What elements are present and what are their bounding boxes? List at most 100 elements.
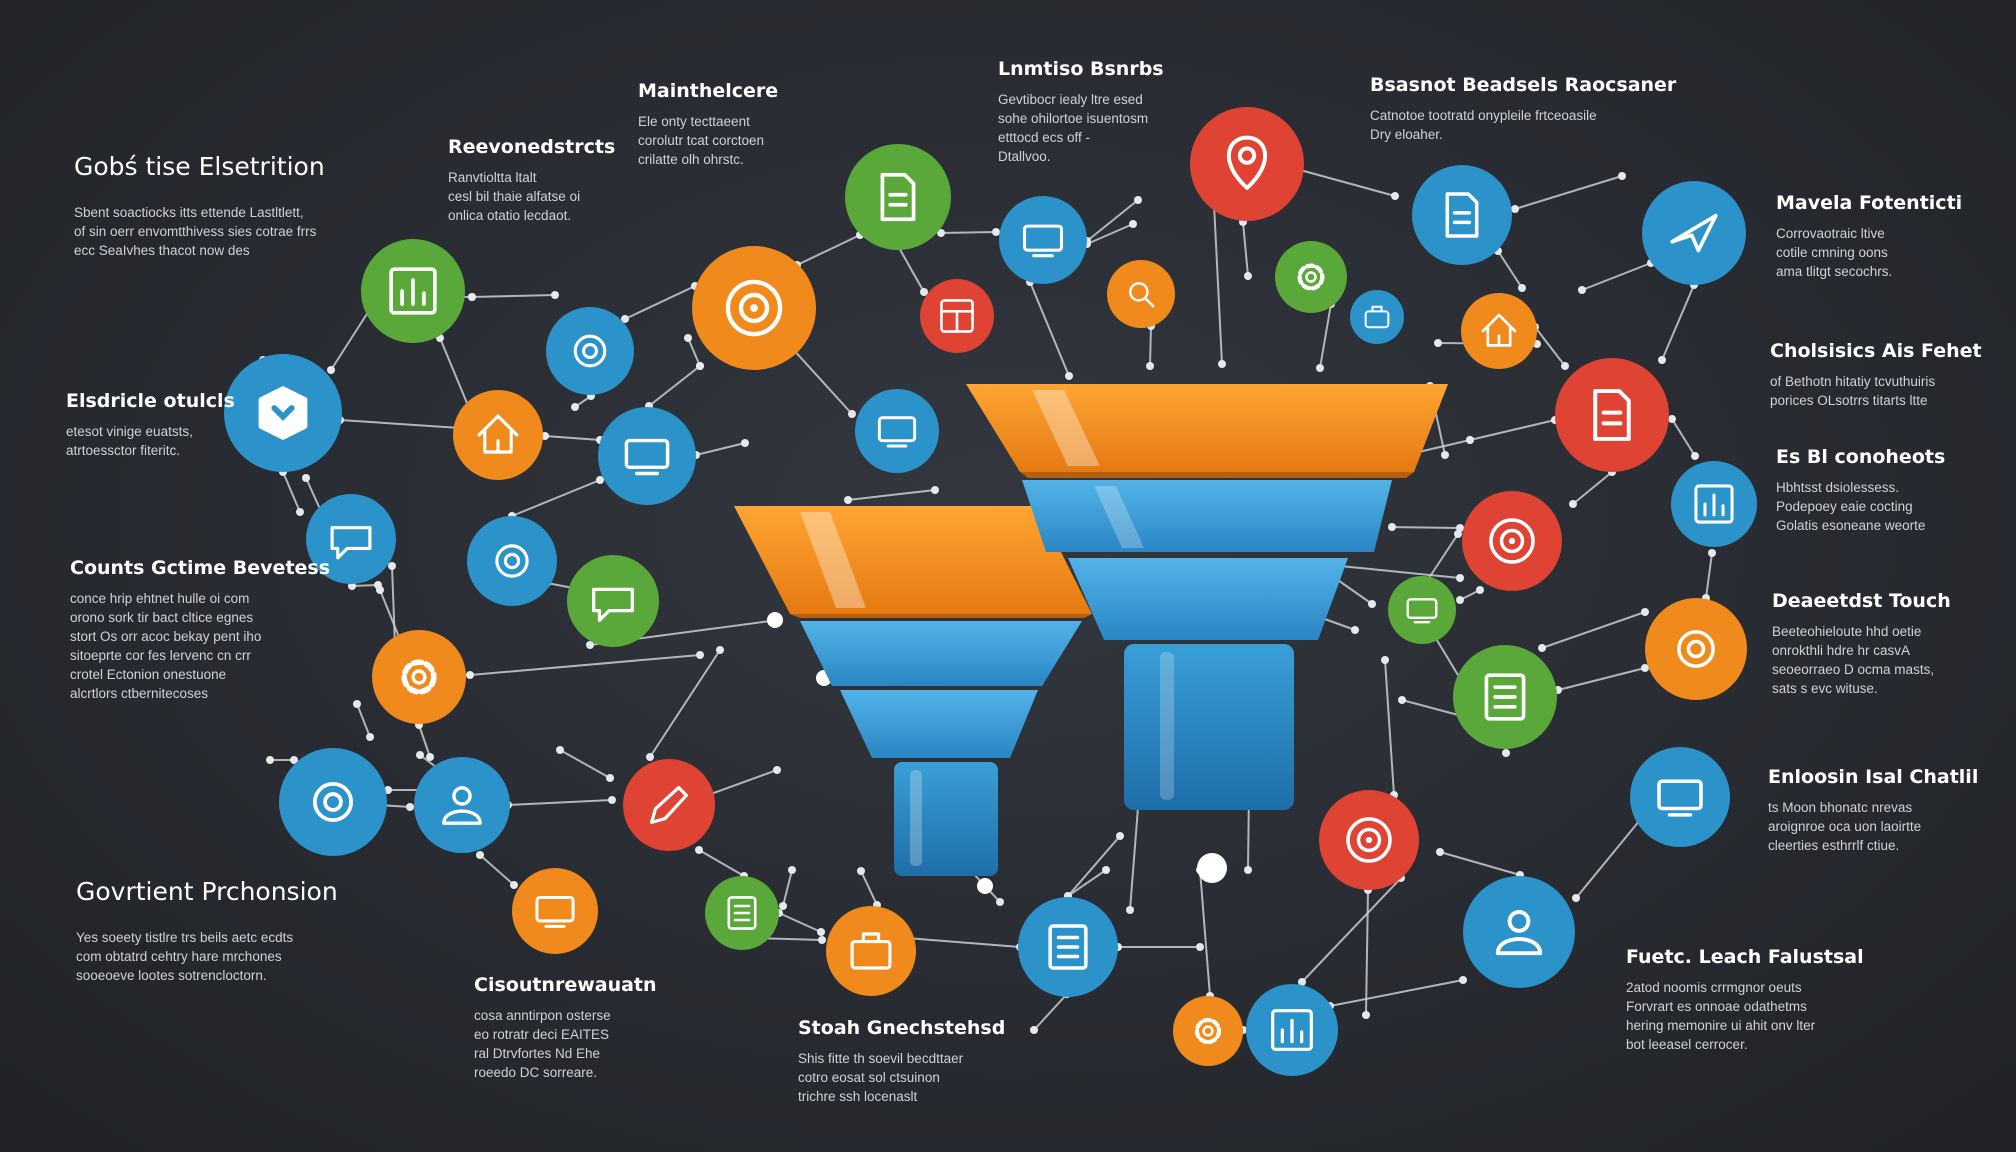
connector-line bbox=[1319, 303, 1332, 369]
node-briefcase-circle bbox=[826, 906, 916, 996]
chart-icon bbox=[1694, 484, 1734, 524]
connector-dot bbox=[468, 293, 476, 301]
label-electric-line-1: etesot vinige euatsts, bbox=[66, 424, 193, 439]
connector-dot bbox=[937, 229, 945, 237]
connector-dot bbox=[1641, 664, 1649, 672]
connector-dot bbox=[920, 288, 928, 296]
label-main-line-3: crilatte olh ohrstc. bbox=[638, 152, 744, 167]
connector-dot bbox=[353, 700, 361, 708]
connector-line bbox=[687, 337, 701, 367]
connector-dot bbox=[1116, 832, 1124, 840]
label-cholasis-title: Cholsisics Ais Fehet bbox=[1770, 340, 1982, 362]
pen-icon bbox=[650, 786, 688, 824]
node-clock bbox=[1645, 598, 1747, 700]
node-tablet-circle bbox=[999, 196, 1087, 284]
connector-dot bbox=[1351, 626, 1359, 634]
connector-dot bbox=[1476, 586, 1484, 594]
connector-line bbox=[1033, 993, 1068, 1031]
right-funnel-ring-1 bbox=[1022, 480, 1392, 552]
label-enloosn-line-1: ts Moon bhonatc nrevas bbox=[1768, 800, 1913, 815]
connector-dot bbox=[1244, 866, 1252, 874]
connector-line bbox=[469, 654, 701, 676]
connector-line bbox=[1086, 199, 1139, 242]
node-gear-orange bbox=[372, 630, 466, 724]
connector-line bbox=[1086, 223, 1134, 245]
label-gobs: Gobś tise Elsetrition Sbent soactiocks i… bbox=[74, 152, 325, 260]
connector-dot bbox=[1456, 524, 1464, 532]
label-government-line-1: Yes soeety tistlre trs beils aetc ecdts bbox=[76, 930, 294, 945]
label-deadstudt-line-3: seoeorraeo D ocma masts, bbox=[1772, 662, 1935, 677]
connector-dot bbox=[1456, 574, 1464, 582]
node-settings bbox=[1275, 241, 1347, 313]
plane-icon bbox=[1670, 213, 1718, 253]
label-government-line-2: com obtatrd cehtry hare mrchones bbox=[76, 949, 282, 964]
connector-dot bbox=[848, 410, 856, 418]
connector-dot bbox=[684, 334, 692, 342]
node-handshake-circle bbox=[306, 494, 396, 584]
node-ring-2-circle bbox=[467, 516, 557, 606]
connector-dot bbox=[1572, 894, 1580, 902]
node-ring-1-circle bbox=[546, 307, 634, 395]
node-clock-circle bbox=[1645, 598, 1747, 700]
label-deadstudt-line-2: onrokthli hdre hr casvA bbox=[1772, 643, 1911, 658]
connector-line bbox=[330, 305, 373, 371]
node-headset bbox=[279, 748, 387, 856]
label-cisour-title: Cisoutnrewauatn bbox=[474, 974, 657, 996]
label-steadh-line-2: cotro eosat sol ctsuinon bbox=[798, 1070, 940, 1085]
connector-line bbox=[1469, 419, 1556, 441]
connector-dot bbox=[1569, 500, 1577, 508]
label-deadstudt-title: Deaeetdst Touch bbox=[1772, 590, 1951, 612]
connector-dot bbox=[1668, 415, 1676, 423]
label-mavela-line-3: ama tlitgt secochrs. bbox=[1776, 264, 1893, 279]
connector-dot bbox=[621, 315, 629, 323]
connector-dot bbox=[510, 881, 518, 889]
node-home-circle bbox=[1461, 293, 1537, 369]
label-main: Mainthelcere Ele onty tecttaeent corolut… bbox=[638, 80, 778, 169]
connector-line bbox=[1581, 262, 1652, 291]
cart-icon bbox=[1364, 305, 1390, 329]
connector-dot bbox=[302, 474, 310, 482]
connector-line bbox=[1301, 877, 1402, 983]
connector-dot bbox=[1434, 339, 1442, 347]
node-plane bbox=[1642, 181, 1746, 285]
connector-dot bbox=[266, 756, 274, 764]
connector-line bbox=[1067, 835, 1121, 897]
connector-line bbox=[847, 489, 936, 501]
node-tablet bbox=[999, 196, 1087, 284]
label-electric-title: Elsdricle otulcls bbox=[66, 390, 235, 412]
doc-icon bbox=[1593, 389, 1631, 441]
connector-line bbox=[624, 285, 696, 320]
label-deadstudt-line-1: Beeteohieloute hhd oetie bbox=[1772, 624, 1922, 639]
connector-line bbox=[544, 435, 601, 441]
label-repo-title: Reevonedstrcts bbox=[448, 136, 616, 158]
doc-icon bbox=[1445, 192, 1479, 238]
connector-dot bbox=[296, 508, 304, 516]
connector-line bbox=[418, 724, 431, 758]
label-repo-line-2: cesl bil thaie alfatse oi bbox=[448, 189, 581, 204]
node-list bbox=[705, 876, 779, 950]
label-enloosn: Enloosin Isal Chatlil ts Moon bhonatc nr… bbox=[1768, 766, 1978, 855]
label-counts: Counts Gctime Bevetess conce hrip ehtnet… bbox=[70, 557, 330, 703]
label-basant: Bsasnot Beadsels Raocsaner Catnotoe toot… bbox=[1370, 74, 1676, 144]
connector-dot bbox=[844, 496, 852, 504]
node-user-group bbox=[414, 757, 510, 853]
connector-dot bbox=[466, 671, 474, 679]
connector-dot bbox=[788, 866, 796, 874]
connector-line bbox=[796, 234, 861, 266]
label-basant-line-2: Dry eloaher. bbox=[1370, 127, 1443, 142]
connector-line bbox=[1439, 851, 1521, 876]
label-main-line-1: Ele onty tecttaeent bbox=[638, 114, 750, 129]
label-ebi: Es Bl conoheots Hbhtsst dsiolessess. Pod… bbox=[1776, 446, 1945, 535]
connector-dot bbox=[426, 753, 434, 761]
connector-dot bbox=[1459, 976, 1467, 984]
connector-line bbox=[1199, 869, 1211, 997]
connector-dot bbox=[1218, 360, 1226, 368]
label-steadh-line-3: trichre ssh locenaslt bbox=[798, 1089, 918, 1104]
label-government-title: Govrtient Prchonsion bbox=[76, 877, 338, 906]
funnels-group bbox=[734, 384, 1448, 876]
connector-dot bbox=[773, 766, 781, 774]
connector-dot bbox=[290, 756, 298, 764]
label-counts-line-6: alcrtlors ctbernitecoses bbox=[70, 686, 209, 701]
connector-line bbox=[1575, 819, 1641, 899]
connector-dot bbox=[741, 439, 749, 447]
